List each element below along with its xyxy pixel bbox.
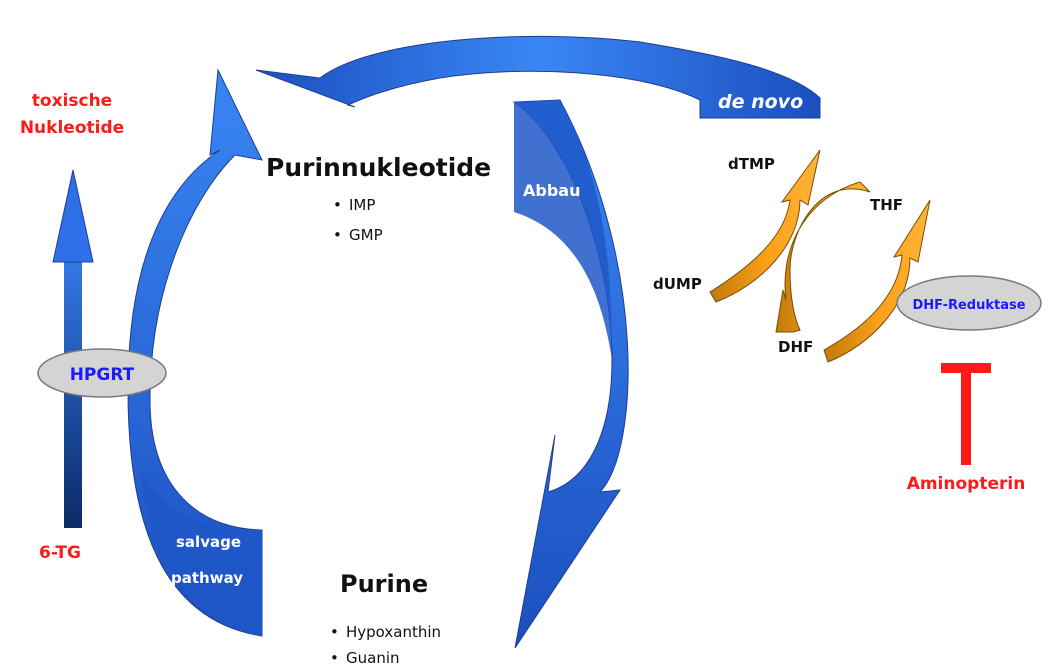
abbau-arrow: Abbau xyxy=(514,100,628,648)
salvage-label-line2: pathway xyxy=(171,569,243,587)
salvage-label-line1: salvage xyxy=(176,533,241,551)
hpgrt-label: HPGRT xyxy=(70,365,135,385)
purinnukleotide-title: Purinnukleotide xyxy=(266,153,491,182)
bullet-icon: • xyxy=(330,623,339,641)
purine-title: Purine xyxy=(340,570,428,598)
bullet-icon: • xyxy=(333,196,342,214)
purine-item-hypoxanthin: Hypoxanthin xyxy=(346,623,441,641)
purine-item-guanin: Guanin xyxy=(346,649,400,667)
toxic-nucleotides-line1: toxische xyxy=(32,91,112,111)
thf-label: THF xyxy=(870,196,903,214)
purinnukleotide-item-imp: IMP xyxy=(349,196,375,214)
toxic-nucleotides-line2: Nukleotide xyxy=(20,118,124,138)
dtmp-label: dTMP xyxy=(728,155,775,173)
abbau-label: Abbau xyxy=(523,181,580,200)
dump-label: dUMP xyxy=(653,275,702,293)
dhf-reductase-label: DHF-Reduktase xyxy=(912,298,1025,313)
salvage-arrow: salvage pathway xyxy=(128,70,262,636)
inhibition-bar-icon xyxy=(941,363,991,465)
aminopterin-label: Aminopterin xyxy=(907,474,1026,494)
de-novo-label: de novo xyxy=(718,91,803,113)
six-tg-label: 6-TG xyxy=(39,543,81,563)
purinnukleotide-item-gmp: GMP xyxy=(349,226,383,244)
dhf-label: DHF xyxy=(778,338,813,356)
hpgrt-enzyme: HPGRT xyxy=(38,349,166,397)
bullet-icon: • xyxy=(333,226,342,244)
dhf-reductase-enzyme: DHF-Reduktase xyxy=(897,276,1041,330)
thymidylate-cycle: dTMP dUMP DHF THF xyxy=(653,150,930,362)
bullet-icon: • xyxy=(330,649,339,667)
